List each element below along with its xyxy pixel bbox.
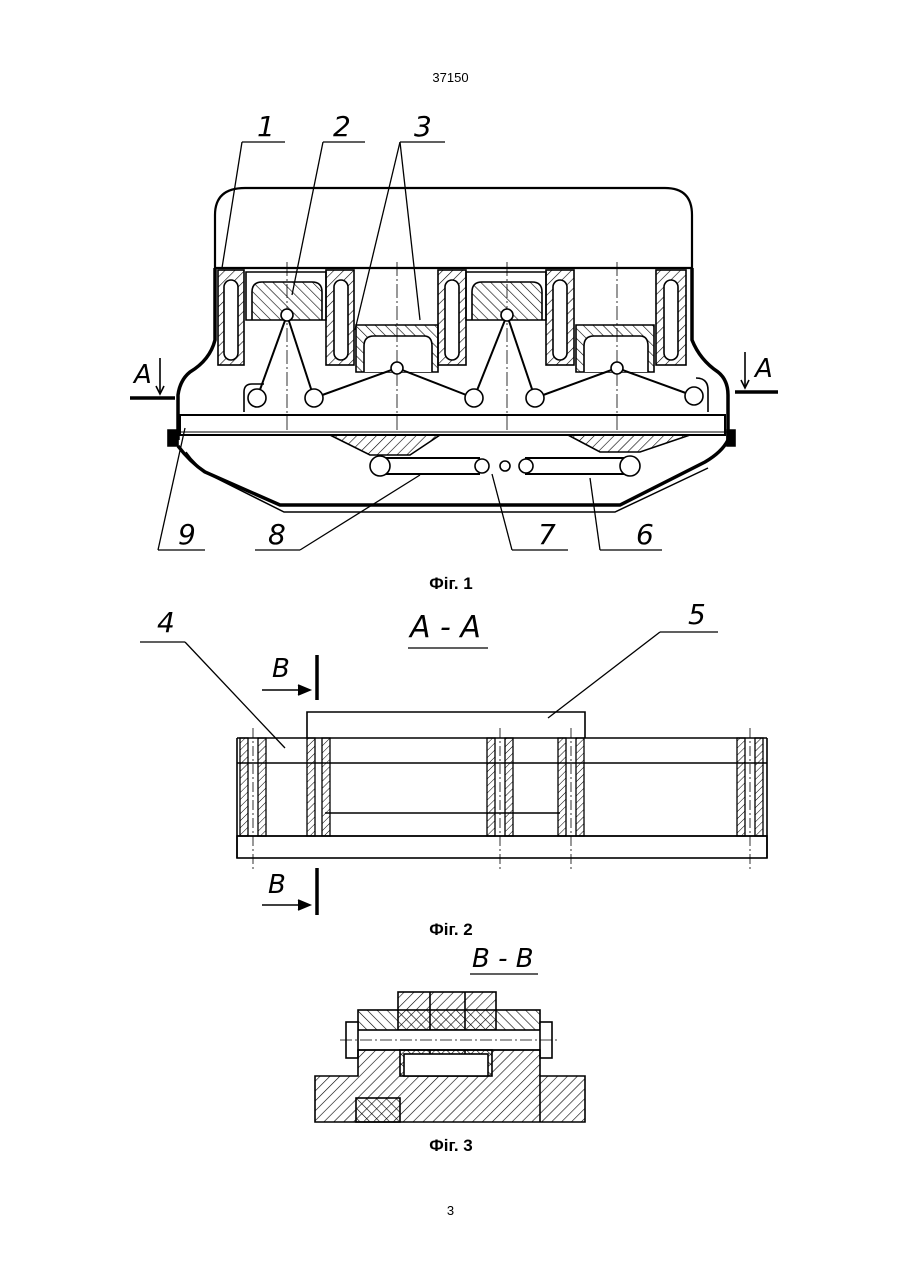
section-mark-b-bottom: B bbox=[268, 870, 286, 900]
callout-8: 8 bbox=[268, 518, 286, 551]
section-mark-b-top: B bbox=[272, 654, 290, 684]
callout-6: 6 bbox=[636, 518, 654, 551]
figure-2-caption: Фіг. 2 bbox=[391, 920, 511, 940]
callout-5: 5 bbox=[688, 598, 706, 631]
section-title-a-a: A - A bbox=[410, 610, 481, 645]
figure-3-caption: Фіг. 3 bbox=[391, 1136, 511, 1156]
callout-1: 1 bbox=[257, 110, 275, 143]
callout-4: 4 bbox=[157, 606, 175, 639]
callout-7: 7 bbox=[538, 518, 556, 551]
section-title-b-b: B - B bbox=[472, 944, 534, 974]
callout-2: 2 bbox=[333, 110, 351, 143]
callout-3: 3 bbox=[414, 110, 432, 143]
figure-3-drawing bbox=[315, 974, 585, 1122]
page-number: 3 bbox=[0, 1203, 901, 1218]
figure-1-drawing bbox=[130, 142, 778, 550]
figure-2-drawing bbox=[140, 632, 767, 915]
figure-1-caption: Фіг. 1 bbox=[391, 574, 511, 594]
section-mark-a-right: A bbox=[755, 354, 773, 384]
callout-9: 9 bbox=[178, 518, 196, 551]
section-mark-a-left: A bbox=[134, 360, 152, 390]
